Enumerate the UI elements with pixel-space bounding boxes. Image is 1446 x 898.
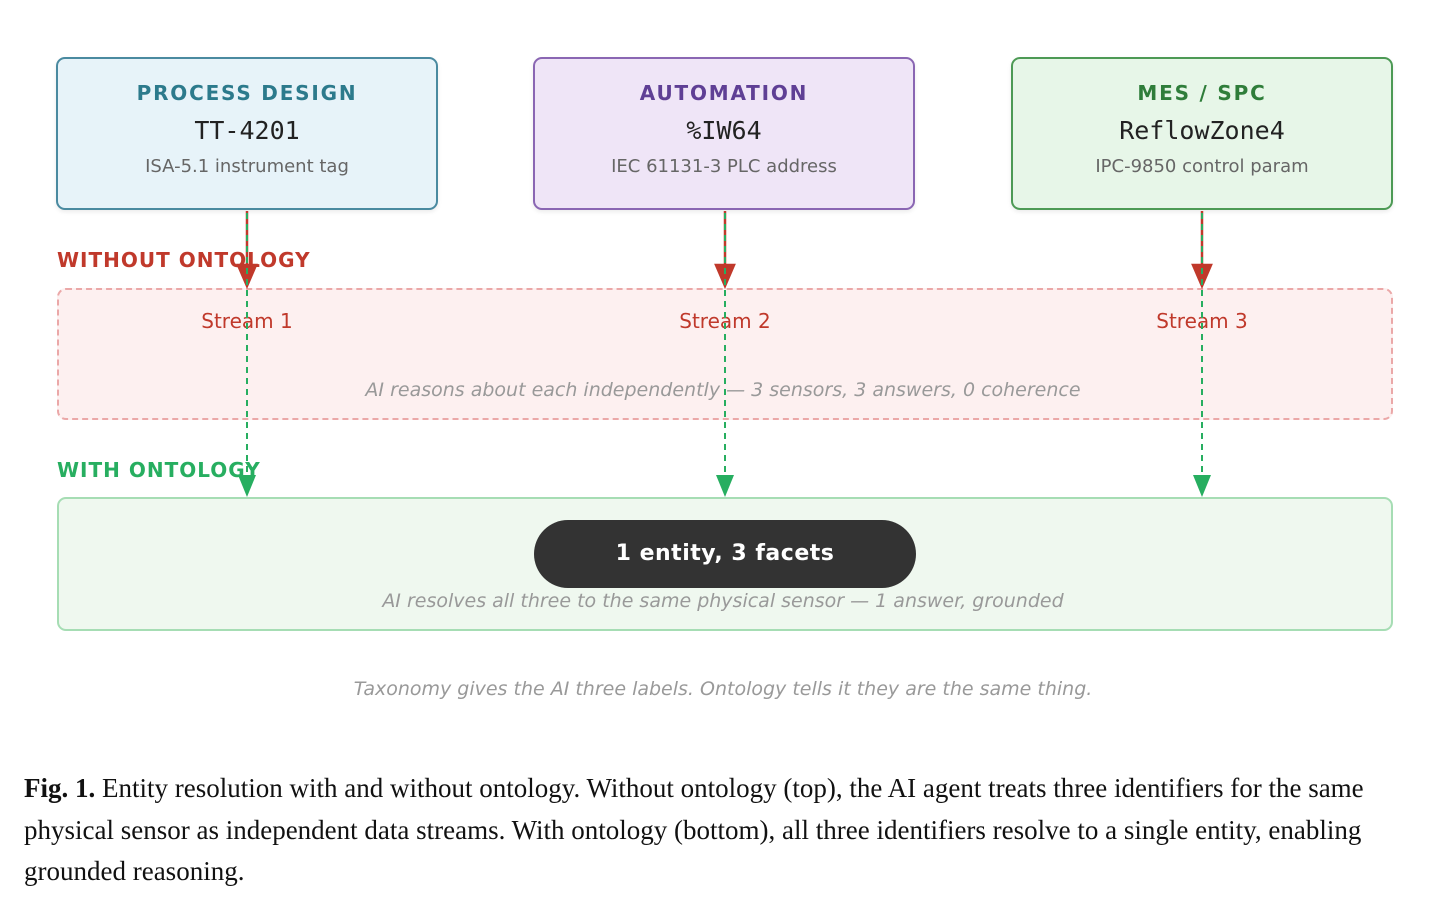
entity-pill: 1 entity, 3 facets [534,520,916,588]
stream-label: Stream 3 [1156,309,1248,333]
figure-caption: Fig. 1. Entity resolution with and witho… [24,768,1424,893]
automation-card: AUTOMATION %IW64 IEC 61131-3 PLC address [533,57,915,210]
card-identifier: ReflowZone4 [1119,116,1285,145]
with-ontology-note: AI resolves all three to the same physic… [382,590,1064,612]
card-description: ISA-5.1 instrument tag [145,156,349,177]
card-title: AUTOMATION [639,81,809,105]
card-title: PROCESS DESIGN [136,81,358,105]
card-identifier: %IW64 [686,116,762,145]
without-ontology-label: WITHOUT ONTOLOGY [57,248,311,272]
with-ontology-label: WITH ONTOLOGY [57,458,261,482]
card-description: IPC-9850 control param [1095,156,1309,177]
green-arrow-head [1193,475,1211,497]
stream-label: Stream 1 [201,309,293,333]
process-design-card: PROCESS DESIGN TT-4201 ISA-5.1 instrumen… [56,57,438,210]
red-arrow-head [1191,263,1213,290]
card-identifier: TT-4201 [194,116,300,145]
red-arrow-head [714,263,736,290]
card-description: IEC 61131-3 PLC address [611,156,837,177]
figure-label: Fig. 1. [24,773,96,803]
card-title: MES / SPC [1137,81,1267,105]
caption-text: Entity resolution with and without ontol… [24,773,1364,886]
tagline: Taxonomy gives the AI three labels. Onto… [353,678,1093,700]
without-ontology-note: AI reasons about each independently — 3 … [365,379,1081,401]
stream-label: Stream 2 [679,309,771,333]
green-arrow-head [716,475,734,497]
mes-spc-card: MES / SPC ReflowZone4 IPC-9850 control p… [1011,57,1393,210]
